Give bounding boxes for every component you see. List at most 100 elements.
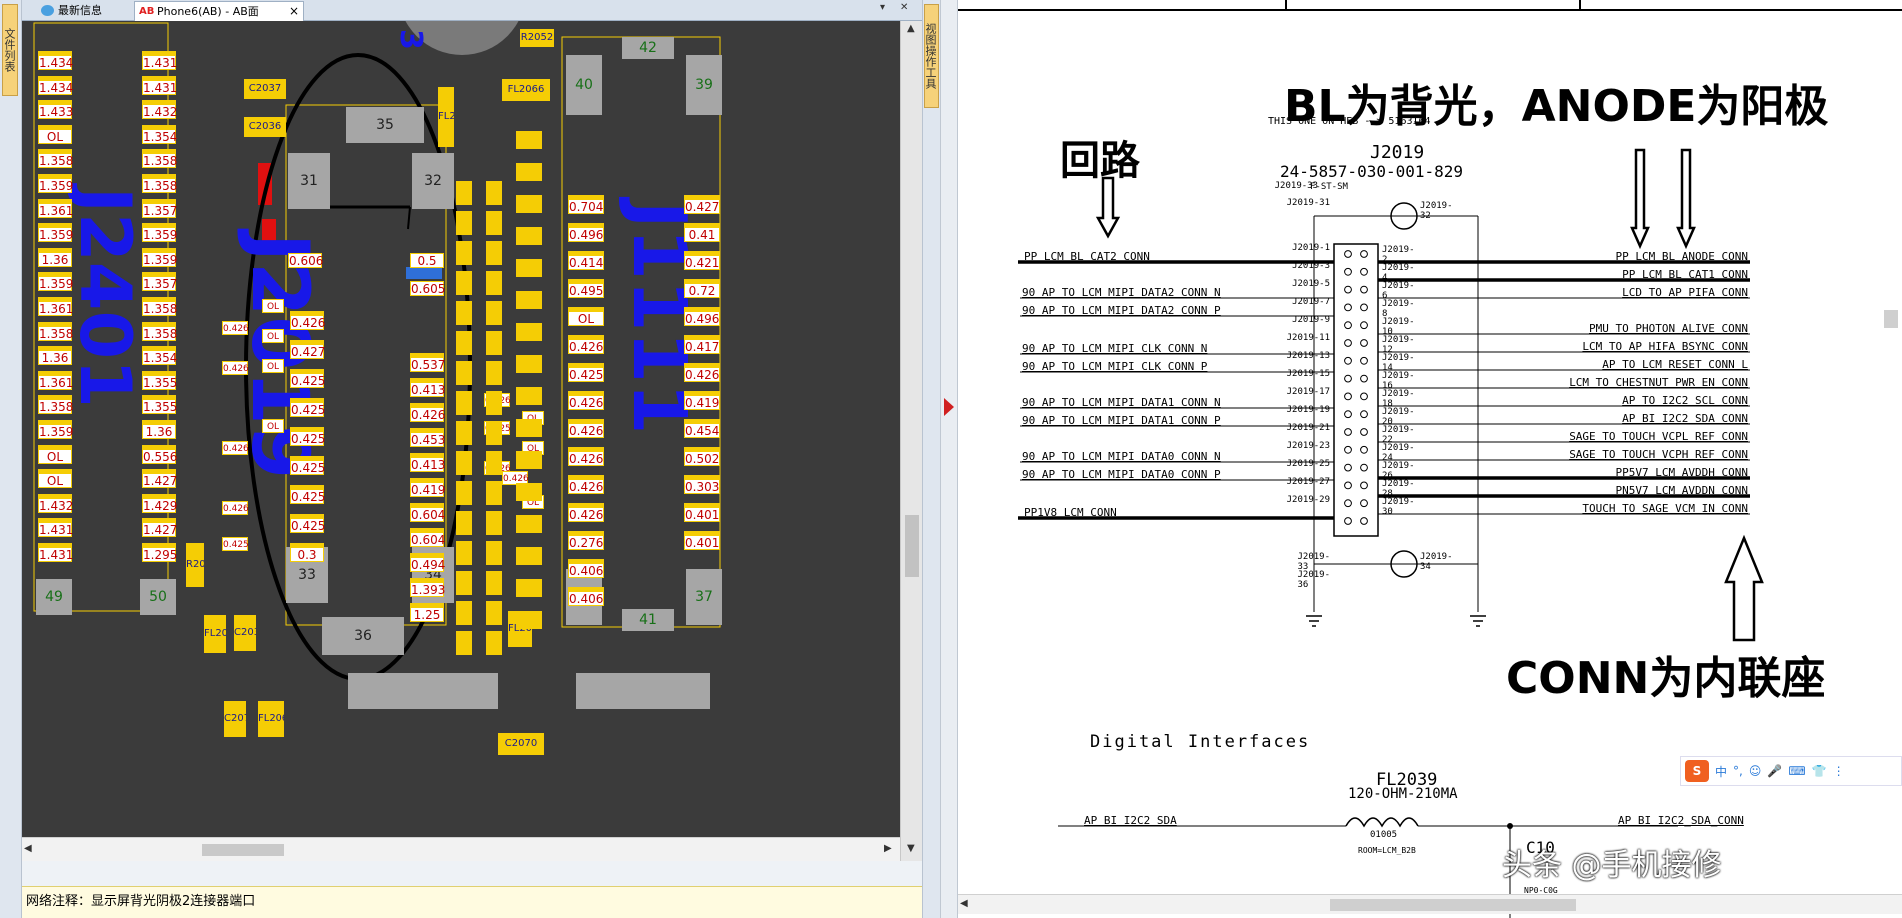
col_j2401_left-reading-2[interactable]: 1.433 — [38, 104, 74, 120]
col_j2019_right-reading-9[interactable]: 1.393 — [410, 582, 446, 597]
net-left-3[interactable]: 90_AP_TO_LCM_MIPI_CLK_CONN_N — [1022, 342, 1208, 355]
col_j2401_right-reading-3[interactable]: 1.354 — [142, 128, 178, 144]
net-right-7[interactable]: AP_TO_I2C2_SCL_CONN — [1622, 394, 1748, 407]
col_j2401_right-reading-14[interactable]: 1.355 — [142, 399, 178, 415]
col_j2401_left-reading-14[interactable]: 1.358 — [38, 399, 74, 415]
col_j2401_right-reading-18[interactable]: 1.429 — [142, 497, 178, 513]
part-r2052[interactable]: R2052 — [520, 29, 554, 47]
net-right-12[interactable]: PN5V7_LCM_AVDDN_CONN — [1615, 484, 1748, 497]
col_j2019_right-reading-0[interactable]: 0.537 — [410, 357, 446, 372]
col_j2401_left-reading-17[interactable]: OL — [38, 473, 72, 489]
close-icon[interactable]: × — [288, 4, 299, 18]
col_j2401_left-reading-4[interactable]: 1.358 — [38, 153, 74, 169]
col_j2401_left-reading-9[interactable]: 1.359 — [38, 276, 74, 292]
col_j1111_right-reading-7[interactable]: 0.419 — [684, 395, 720, 410]
microphone-icon[interactable]: 🎤 — [1767, 764, 1783, 778]
sogou-logo-icon[interactable]: S — [1685, 760, 1709, 782]
net-right-4[interactable]: LCM_TO_AP_HIFA_BSYNC_CONN — [1582, 340, 1748, 353]
col_j2019_right-reading-6[interactable]: 0.604 — [410, 507, 446, 522]
part-c2037[interactable]: C2037 — [244, 79, 286, 99]
small-val-8[interactable]: 0.425 — [222, 537, 249, 551]
pane-splitter[interactable] — [940, 0, 958, 918]
reading-top-0[interactable]: 0.606 — [288, 253, 324, 268]
part-c2071[interactable]: C2071 — [224, 701, 246, 737]
col_j2401_right-reading-5[interactable]: 1.358 — [142, 178, 178, 193]
col_j2019_left-reading-6[interactable]: 0.425 — [290, 489, 326, 504]
ol-small-3[interactable]: OL — [262, 419, 284, 433]
window-close-icon[interactable]: ✕ — [900, 2, 909, 13]
ol-small-0[interactable]: OL — [262, 299, 284, 313]
col_j1111_right-reading-10[interactable]: 0.303 — [684, 479, 720, 494]
schematic-viewer-pane[interactable]: BL为背光，ANODE为阳极 回路 CONN为内联座 THIS ONE ON H… — [958, 0, 1902, 918]
col_j2019_left-reading-8[interactable]: 0.3 — [290, 547, 324, 562]
schematic-hscroll-thumb[interactable] — [1330, 899, 1576, 911]
part-c2039[interactable]: C2039 — [234, 615, 256, 651]
col_j2019_right-reading-8[interactable]: 0.494 — [410, 557, 446, 572]
net-left-9[interactable]: PP1V8_LCM_CONN — [1024, 506, 1117, 519]
col_j1111_right-reading-4[interactable]: 0.496 — [684, 311, 720, 326]
ol-small-1[interactable]: OL — [262, 329, 284, 343]
ime-item-mode[interactable]: 中 — [1715, 764, 1728, 779]
small-val-1[interactable]: 0.426 — [222, 361, 249, 375]
tab-phone6-ab[interactable]: AB Phone6(AB) - AB面 × — [134, 1, 304, 21]
col_j1111_right-reading-6[interactable]: 0.426 — [684, 367, 720, 382]
vertical-scrollbar[interactable]: ▲ ▼ — [900, 21, 922, 861]
col_j2401_left-reading-5[interactable]: 1.359 — [38, 178, 74, 193]
col_j2019_left-reading-5[interactable]: 0.425 — [290, 460, 326, 475]
col_j1111_left-reading-0[interactable]: 0.704 — [568, 199, 604, 214]
col_j1111_right-reading-3[interactable]: 0.72 — [684, 283, 720, 298]
scroll-left-icon[interactable]: ◀ — [960, 898, 968, 909]
part-fl2024[interactable]: FL2024 — [438, 87, 454, 147]
col_j1111_left-reading-8[interactable]: 0.426 — [568, 423, 604, 438]
col_j2401_left-reading-19[interactable]: 1.431 — [38, 522, 74, 538]
col_j1111_left-reading-3[interactable]: 0.495 — [568, 283, 604, 298]
net-right-3[interactable]: PMU_TO_PHOTON_ALIVE_CONN — [1589, 322, 1748, 335]
col_j2019_right-reading-5[interactable]: 0.419 — [410, 482, 446, 497]
collapse-arrow-icon[interactable] — [944, 398, 954, 416]
part-r2033[interactable]: R2033 — [186, 543, 204, 587]
col_j2401_left-reading-18[interactable]: 1.432 — [38, 497, 74, 513]
col_j2401_left-reading-15[interactable]: 1.359 — [38, 424, 74, 439]
net-right-6[interactable]: LCM_TO_CHESTNUT_PWR_EN_CONN — [1569, 376, 1748, 389]
net-right-2[interactable]: LCD_TO_AP_PIFA_CONN — [1622, 286, 1748, 299]
col_j2019_left-reading-1[interactable]: 0.427 — [290, 344, 326, 359]
col_j2019_right-reading-3[interactable]: 0.453 — [410, 432, 446, 447]
col_j1111_right-reading-11[interactable]: 0.401 — [684, 507, 720, 522]
horizontal-scroll-thumb[interactable] — [202, 844, 284, 856]
col_j2401_right-reading-2[interactable]: 1.432 — [142, 104, 178, 120]
view-tools-tab[interactable]: 视图操作工具 — [924, 4, 939, 108]
net-ap-bi-i2c2-sda-conn[interactable]: AP_BI_I2C2_SDA_CONN — [1618, 814, 1744, 827]
net-left-8[interactable]: 90_AP_TO_LCM_MIPI_DATA0_CONN_P — [1022, 468, 1221, 481]
col_j1111_right-reading-9[interactable]: 0.502 — [684, 451, 720, 466]
col_j1111_left-reading-11[interactable]: 0.426 — [568, 507, 604, 522]
part-fl2037[interactable]: FL2037 — [258, 701, 280, 737]
net-right-9[interactable]: SAGE_TO_TOUCH_VCPL_REF_CONN — [1569, 430, 1748, 443]
col_j1111_left-reading-5[interactable]: 0.426 — [568, 339, 604, 354]
col_j2401_right-reading-7[interactable]: 1.359 — [142, 227, 178, 243]
col_j1111_right-reading-0[interactable]: 0.427 — [684, 199, 720, 214]
file-list-tab[interactable]: 文件列表 — [2, 4, 18, 96]
col_j2019_left-reading-2[interactable]: 0.425 — [290, 373, 326, 388]
part-c2070[interactable]: C2070 — [498, 733, 544, 755]
col_j2019_right-reading-1[interactable]: 0.413 — [410, 382, 446, 397]
net-right-8[interactable]: AP_BI_I2C2_SDA_CONN — [1622, 412, 1748, 425]
col_j2401_right-reading-6[interactable]: 1.357 — [142, 202, 178, 218]
scroll-up-icon[interactable]: ▲ — [907, 23, 915, 34]
col_j2019_right-reading-7[interactable]: 0.604 — [410, 532, 446, 547]
col_j2401_right-reading-12[interactable]: 1.354 — [142, 350, 178, 366]
col_j2401_right-reading-16[interactable]: 0.556 — [142, 448, 178, 464]
net-left-6[interactable]: 90_AP_TO_LCM_MIPI_DATA1_CONN_P — [1022, 414, 1221, 427]
col_j2401_left-reading-8[interactable]: 1.36 — [38, 251, 72, 267]
col_j2401_right-reading-20[interactable]: 1.295 — [142, 547, 178, 562]
col_j1111_right-reading-8[interactable]: 0.454 — [684, 423, 720, 438]
net-right-0[interactable]: PP_LCM_BL_ANODE_CONN — [1615, 250, 1748, 263]
col_j2401_left-reading-6[interactable]: 1.361 — [38, 202, 74, 218]
reading-top-1[interactable]: 0.5 — [410, 253, 444, 268]
col_j1111_right-reading-2[interactable]: 0.421 — [684, 255, 720, 270]
more-icon[interactable]: ⋮ — [1832, 764, 1845, 778]
col_j2401_right-reading-15[interactable]: 1.36 — [142, 424, 176, 439]
col_j2401_right-reading-8[interactable]: 1.359 — [142, 251, 178, 267]
tab-list-dropdown-icon[interactable]: ▾ — [880, 2, 886, 13]
part-fl2027[interactable]: FL2027 — [204, 615, 226, 653]
col_j2401_left-reading-10[interactable]: 1.361 — [38, 301, 74, 316]
